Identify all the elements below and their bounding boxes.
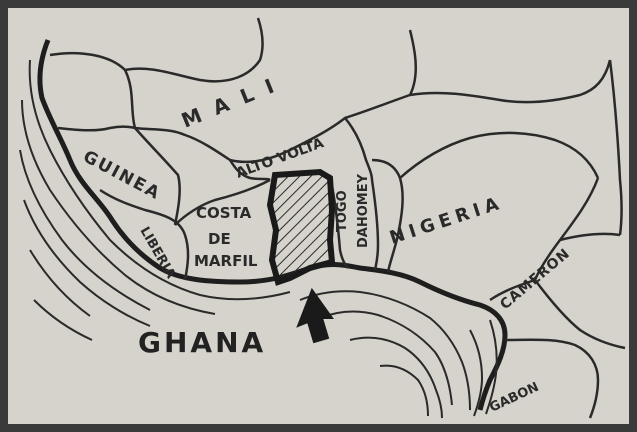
- label-ghana: GHANA: [138, 326, 266, 359]
- label-togo: TOGO: [335, 190, 350, 232]
- ghana-pointer-arrow: [296, 287, 334, 344]
- label-costa: COSTA: [196, 204, 252, 222]
- label-de: DE: [208, 230, 231, 248]
- country-borders: [49, 17, 626, 419]
- label-dahomey: DAHOMEY: [356, 173, 371, 248]
- label-marfil: MARFIL: [194, 252, 258, 270]
- ocean-contour-lines: [19, 59, 498, 419]
- ghana-region: [266, 168, 336, 286]
